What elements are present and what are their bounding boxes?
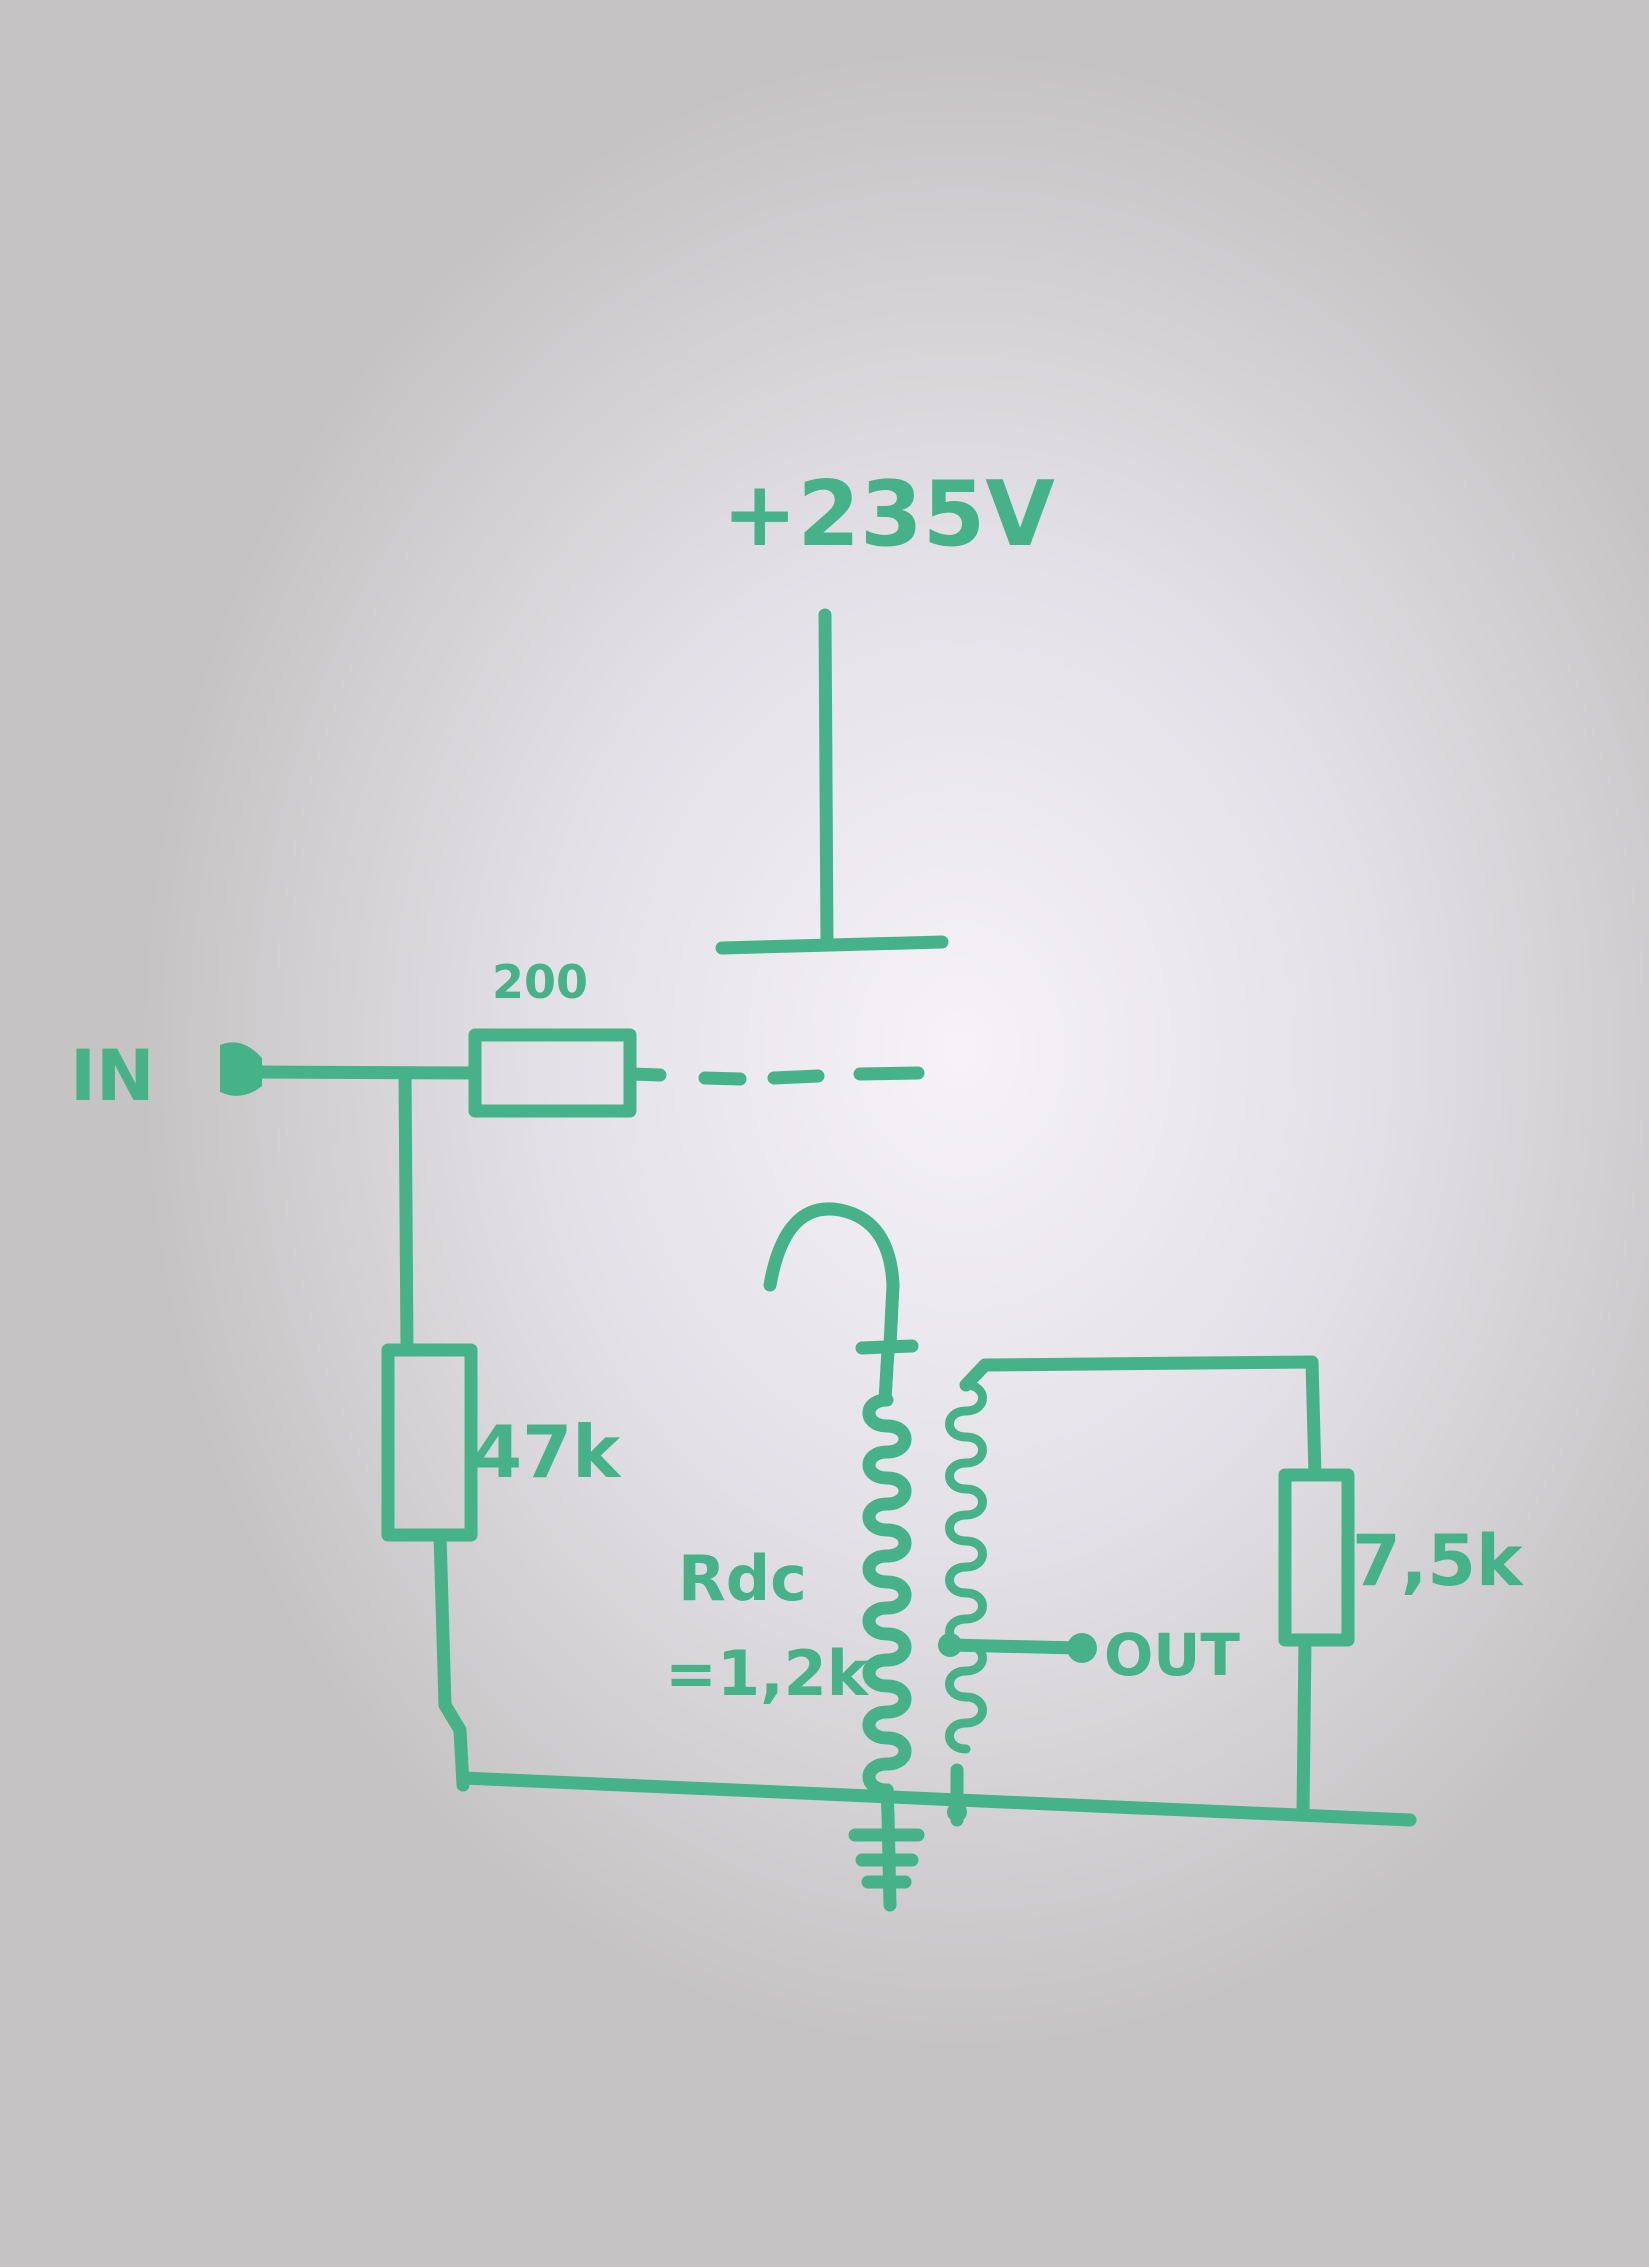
plate-supply-wire — [818, 608, 834, 952]
primary-winding — [862, 1393, 912, 1797]
load-resistor-label: 7,5k — [1352, 1520, 1524, 1602]
ground-bus — [456, 1771, 1417, 1827]
load-resistor-ground-wire — [1296, 1633, 1312, 1822]
grid-leak-wire-bottom — [433, 1528, 470, 1792]
ground-symbol — [848, 1828, 925, 1889]
supply-voltage-label: +235V — [722, 462, 1055, 567]
dc-resistance-label: Rdc — [678, 1542, 807, 1615]
grid-resistor-label: 200 — [492, 955, 588, 1009]
grid-leak-resistor-label: 47k — [472, 1410, 622, 1494]
output-wire — [943, 1638, 1085, 1655]
secondary-winding — [945, 1380, 987, 1754]
secondary-top-wire — [959, 1355, 1322, 1482]
tube-plate-symbol — [715, 935, 949, 955]
grid-leak-wire-top — [398, 1066, 414, 1357]
secondary-ground-dot — [947, 1802, 967, 1822]
grid-resistor — [468, 1028, 637, 1118]
input-label: IN — [70, 1035, 155, 1117]
dc-resistance-value: =1,2k — [665, 1637, 870, 1710]
cathode-lead — [883, 1278, 900, 1352]
input-terminal-dot — [220, 1042, 262, 1096]
tube-grid-symbol — [625, 1066, 925, 1086]
load-resistor — [1278, 1468, 1355, 1647]
output-label: OUT — [1104, 1621, 1240, 1689]
output-terminal-dot — [1067, 1633, 1097, 1663]
primary-lead — [878, 1343, 895, 1407]
grid-leak-resistor — [381, 1343, 478, 1542]
tube-cathode-symbol — [763, 1202, 900, 1292]
input-wire — [243, 1065, 482, 1080]
